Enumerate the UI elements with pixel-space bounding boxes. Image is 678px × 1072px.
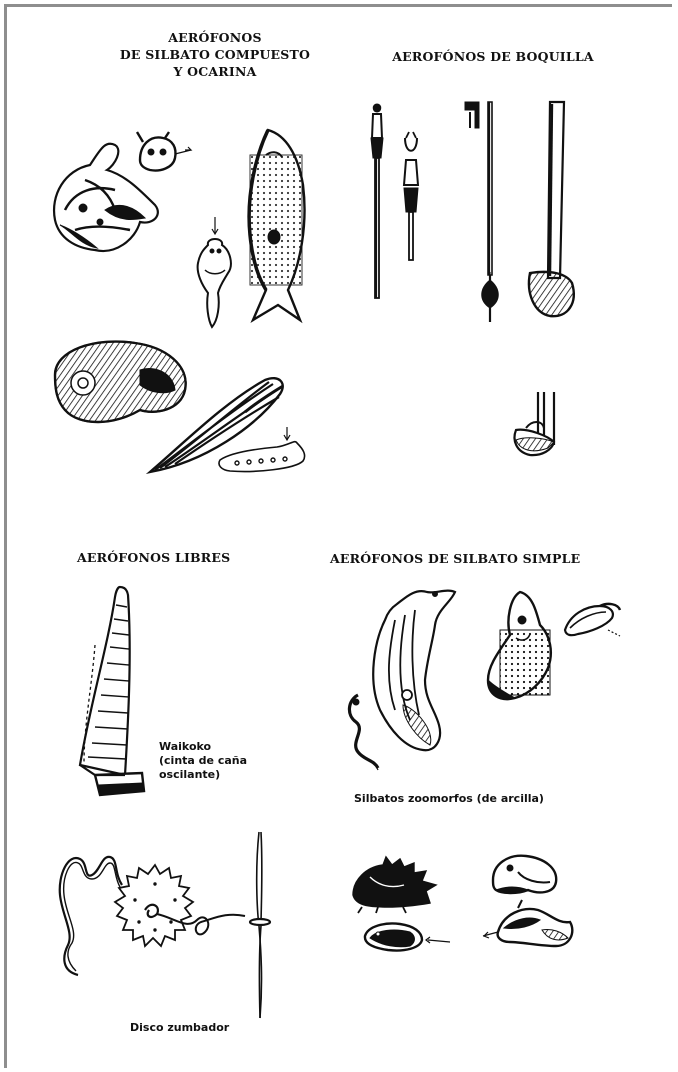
- clay-whistles-caption: Silbatos zoomorfos (de arcilla): [354, 792, 544, 806]
- caption-line: Waikoko: [159, 740, 247, 754]
- title-line: Y OCARINA: [95, 63, 335, 80]
- carved-trumpet-illustration: [362, 98, 392, 303]
- caption-line: oscilante): [159, 768, 247, 782]
- section-title-free: AERÓFONOS LIBRES: [77, 549, 267, 566]
- section-title-mouthpiece: AEROFÓNOS DE BOQUILLA: [368, 48, 618, 65]
- spiky-creature-whistle-illustration: [348, 855, 443, 915]
- small-fish-whistle-illustration: [560, 600, 625, 645]
- waikoko-illustration: [70, 585, 155, 800]
- pipe-cross-section-illustration: [508, 390, 563, 460]
- pig-whistle-illustration: [360, 918, 460, 958]
- bird-whistle-illustration: [478, 898, 583, 953]
- ocarina-illustration: [215, 425, 310, 475]
- buzzing-disc-illustration: [105, 860, 255, 970]
- dotted-animal-whistle-illustration: [480, 590, 560, 705]
- caption-line: (cinta de caña: [159, 754, 247, 768]
- small-carved-trumpet-illustration: [396, 130, 426, 265]
- disc-caption: Disco zumbador: [130, 1021, 229, 1035]
- small-bird-whistle-illustration: [135, 130, 195, 180]
- whirling-stick-illustration: [245, 830, 275, 1020]
- clay-pipe-trumpet-illustration: [520, 98, 580, 323]
- snake-whistle-illustration: [338, 690, 388, 775]
- waikoko-caption: Waikoko (cinta de caña oscilante): [159, 740, 247, 782]
- rodent-whistle-illustration: [488, 850, 563, 900]
- section-title-simple-whistle: AERÓFONOS DE SILBATO SIMPLE: [330, 550, 620, 567]
- title-line: DE SILBATO COMPUESTO: [95, 46, 335, 63]
- gourd-trumpet-illustration: [470, 100, 510, 325]
- fish-whistle-illustration: [238, 125, 318, 325]
- section-title-compound-whistle: AERÓFONOS DE SILBATO COMPUESTO Y OCARINA: [95, 29, 335, 80]
- title-line: AERÓFONOS: [95, 29, 335, 46]
- figurine-whistle-illustration: [190, 215, 240, 330]
